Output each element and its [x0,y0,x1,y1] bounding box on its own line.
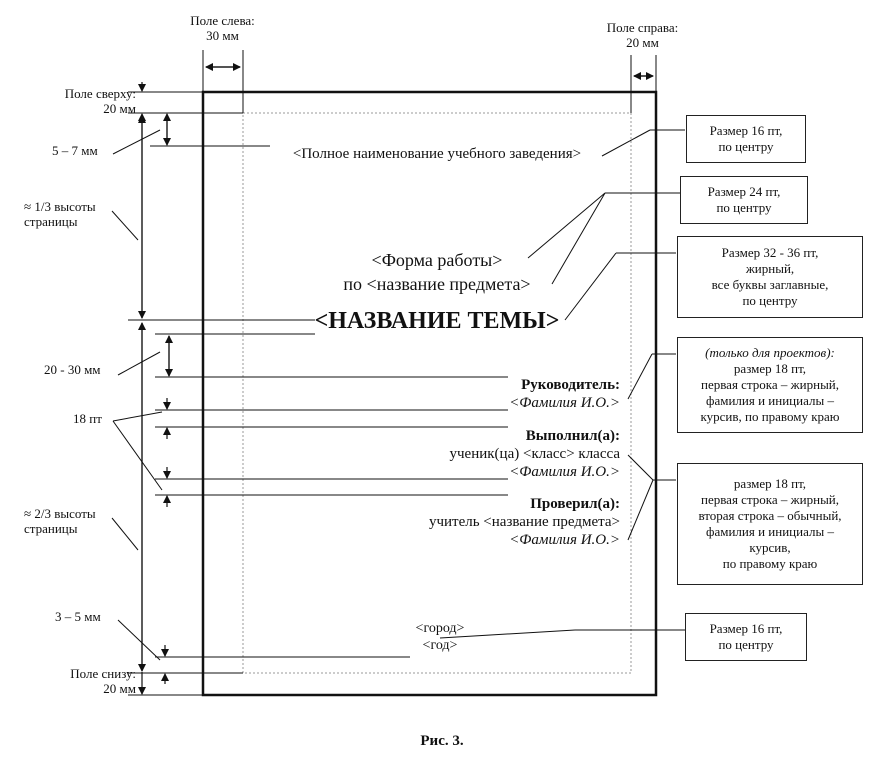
performer-title: Выполнил(а): [525,428,620,444]
checker-subject: учитель <название предмета> [428,514,620,530]
gap-3-5-label: 3 – 5 мм [55,609,101,624]
checker-block: Проверил(а): учитель <название предмета>… [330,495,620,549]
note-16pt-top: Размер 16 пт,по центру [686,115,806,163]
institution-name: <Полное наименование учебного заведения> [292,146,582,162]
checker-name: <Фамилия И.О.> [509,532,620,548]
page-border [201,90,658,697]
supervisor-block: Руководитель: <Фамилия И.О.> [330,376,620,412]
gap-5-7-label: 5 – 7 мм [52,143,98,158]
supervisor-name: <Фамилия И.О.> [509,395,620,411]
note-24pt: Размер 24 пт,по центру [680,176,808,224]
gap-20-30-label: 20 - 30 мм [44,362,101,377]
work-form: <Форма работы> [371,250,503,270]
note-projects: (только для проектов): размер 18 пт,перв… [677,337,863,433]
right-margin-label: Поле справа:20 мм [606,20,679,50]
city: <город> [415,621,465,636]
performer-class: ученик(ца) <класс> класса [449,446,620,462]
top-margin-label: Поле сверху:20 мм [64,86,136,116]
year: <год> [422,638,458,653]
performer-name: <Фамилия И.О.> [509,464,620,480]
supervisor-title: Руководитель: [521,377,620,393]
subject: по <название предмета> [343,274,531,294]
city-year-block: <город> <год> [380,620,500,654]
note-32pt: Размер 32 - 36 пт,жирный,все буквы загла… [677,236,863,318]
checker-title: Проверил(а): [530,496,620,512]
performer-block: Выполнил(а): ученик(ца) <класс> класса <… [330,427,620,481]
note-16pt-bottom: Размер 16 пт,по центру [685,613,807,661]
note-18pt-right: размер 18 пт,первая строка – жирный,втор… [677,463,863,585]
topic-title: <НАЗВАНИЕ ТЕМЫ> [314,308,560,334]
left-margin-label: Поле слева:30 мм [190,13,255,43]
figure-caption: Рис. 3. [420,733,464,749]
pt18-label: 18 пт [73,411,102,426]
bottom-margin-label: Поле снизу:20 мм [70,666,136,696]
